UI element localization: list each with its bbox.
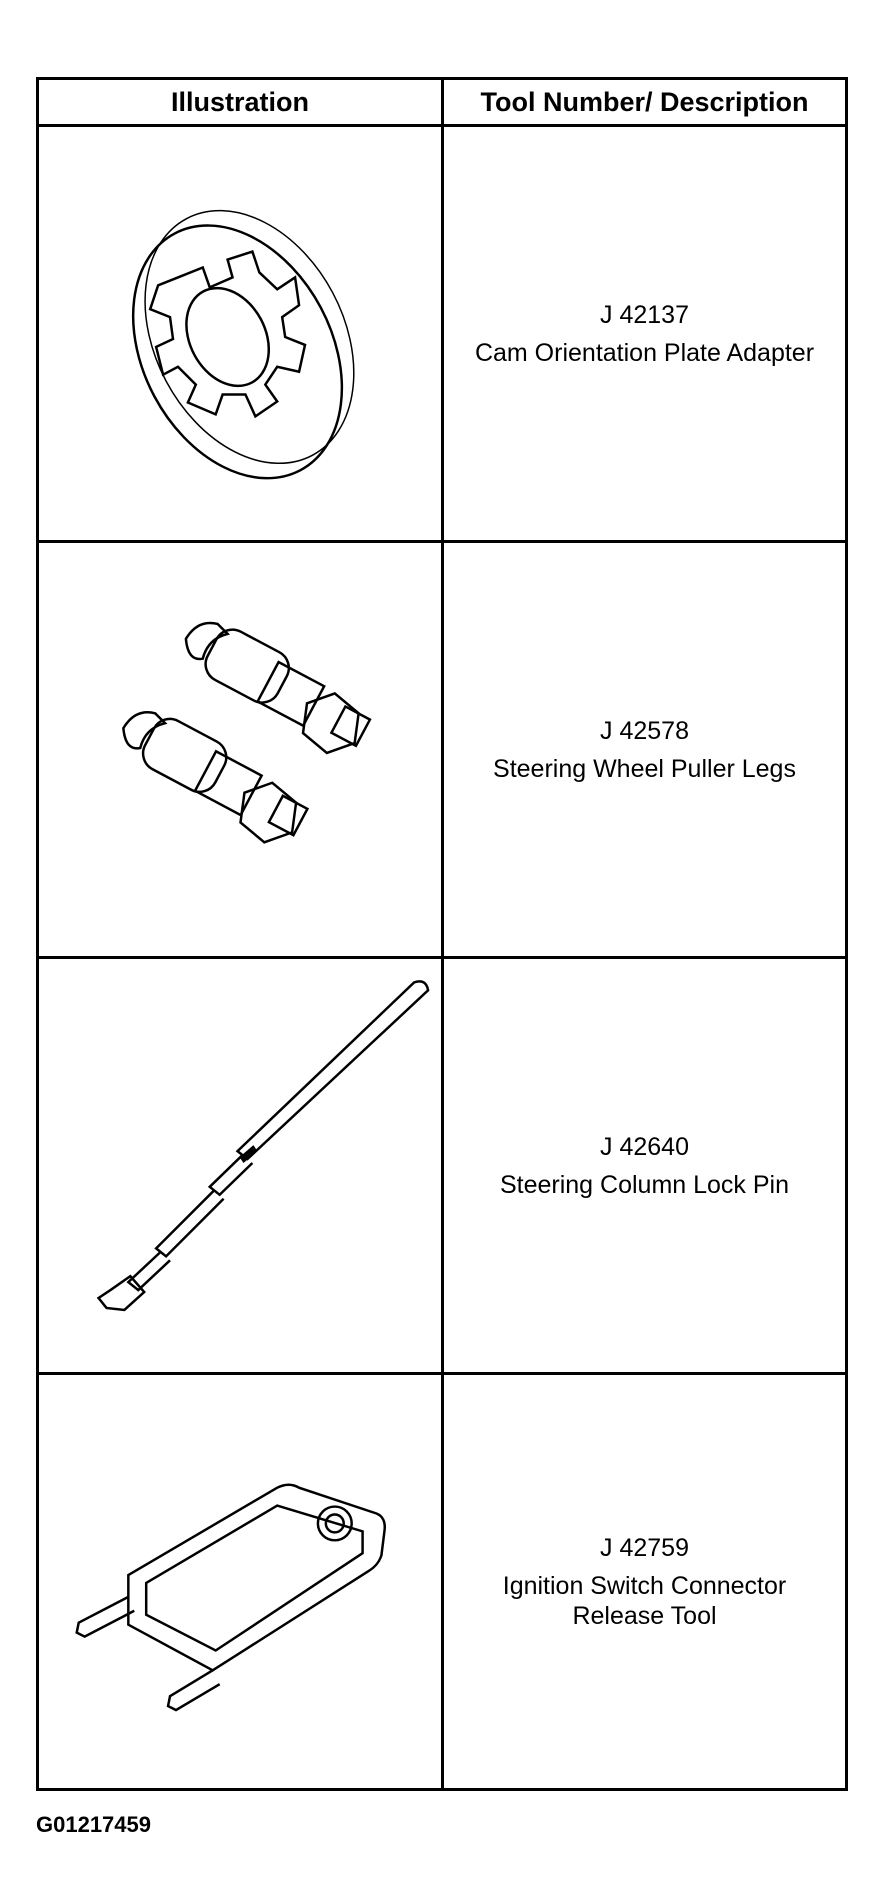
table-row: J 42759 Ignition Switch Connector Releas… [36, 1372, 848, 1791]
lock-pin-icon [96, 980, 430, 1312]
header-tool-description: Tool Number/ Description [441, 77, 848, 127]
illustration-cell [36, 956, 444, 1375]
tool-table: Illustration Tool Number/ Description J … [36, 77, 848, 1791]
header-row: Illustration Tool Number/ Description [36, 77, 848, 127]
illustration-cell [36, 124, 444, 543]
tool-description-cell: J 42640 Steering Column Lock Pin [441, 956, 848, 1375]
figure-id: G01217459 [36, 1812, 151, 1837]
tool-description: Steering Column Lock Pin [499, 1170, 790, 1199]
tool-number: J 42137 [600, 300, 689, 329]
header-illustration: Illustration [36, 77, 444, 127]
tool-description: Ignition Switch Connector Release Tool [502, 1571, 787, 1630]
tool-number: J 42640 [600, 1132, 689, 1161]
puller-legs-icon [122, 621, 372, 844]
tool-description-cell: J 42578 Steering Wheel Puller Legs [441, 540, 848, 959]
cam-plate-adapter-icon [131, 209, 355, 480]
tool-number: J 42759 [600, 1533, 689, 1562]
release-tool-icon [75, 1483, 386, 1712]
illustration-cell [36, 1372, 444, 1791]
tool-description: Cam Orientation Plate Adapter [474, 338, 815, 367]
tool-description-cell: J 42137 Cam Orientation Plate Adapter [441, 124, 848, 543]
table-row: J 42640 Steering Column Lock Pin [36, 956, 848, 1375]
tool-description: Steering Wheel Puller Legs [493, 754, 796, 783]
tool-number: J 42578 [600, 716, 689, 745]
illustration-cell [36, 540, 444, 959]
table-row: J 42578 Steering Wheel Puller Legs [36, 540, 848, 959]
table-row: J 42137 Cam Orientation Plate Adapter [36, 124, 848, 543]
tool-description-cell: J 42759 Ignition Switch Connector Releas… [441, 1372, 848, 1791]
